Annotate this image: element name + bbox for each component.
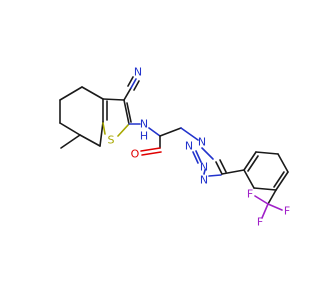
bond <box>79 134 101 147</box>
bond <box>195 150 202 163</box>
bond <box>59 86 83 101</box>
thiophene-ring <box>102 98 132 137</box>
bond <box>102 98 125 101</box>
fluorine-label-1: F <box>257 216 263 229</box>
molecule-structure-diagram: N N H S O N N N N F F F <box>59 66 291 229</box>
bond <box>247 155 259 172</box>
bond <box>275 171 289 191</box>
bond <box>261 203 269 219</box>
methyl-bond <box>60 134 81 149</box>
thiophene-sulfur-label: S <box>108 134 115 147</box>
bond <box>219 159 227 173</box>
bond <box>253 187 277 191</box>
bond <box>201 147 214 160</box>
bond <box>277 153 289 173</box>
bond <box>126 102 132 123</box>
bond <box>130 78 137 89</box>
bond <box>123 99 130 125</box>
bond <box>208 174 222 177</box>
amide-hydrogen-label: H <box>140 130 148 143</box>
bond <box>180 127 199 141</box>
bond <box>117 123 130 137</box>
cyano-group <box>123 76 140 101</box>
bond <box>273 171 285 188</box>
bond <box>215 161 223 175</box>
bond <box>267 203 283 211</box>
amide-nitrogen-label: N <box>140 118 148 131</box>
bond <box>99 121 104 147</box>
bond <box>254 195 269 205</box>
bond <box>133 80 140 91</box>
bond <box>243 151 257 171</box>
cyclohexene-ring <box>59 86 104 149</box>
tetrazole-n4-label: N <box>200 161 208 174</box>
tetrazole-n3-label: N <box>200 174 208 187</box>
carbonyl-bond <box>140 147 161 152</box>
tetrazole-n2-label: N <box>198 136 206 149</box>
bond <box>102 122 106 135</box>
amide-linkage <box>128 123 199 156</box>
bond <box>81 86 104 100</box>
carbonyl-oxygen-label: O <box>131 148 140 161</box>
tetrazole-n1-label: N <box>185 140 193 153</box>
tetrazole-ring <box>192 147 227 177</box>
fluorine-label-2: F <box>247 188 253 201</box>
cyano-nitrogen-label: N <box>134 66 142 79</box>
bond <box>148 127 161 137</box>
bond <box>267 189 277 205</box>
bond <box>59 122 81 136</box>
bond <box>221 169 245 175</box>
bond <box>203 169 206 175</box>
atom-labels: N N H S O N N N N F F F <box>108 66 291 229</box>
bond <box>159 127 182 137</box>
benzene-ring <box>221 151 289 191</box>
carbonyl-bond <box>141 151 162 156</box>
bond <box>123 87 132 101</box>
trifluoromethyl-group <box>254 189 283 219</box>
bond <box>243 169 255 189</box>
bond <box>192 151 199 164</box>
bond <box>255 151 279 155</box>
bond <box>127 76 134 87</box>
fluorine-label-3: F <box>284 205 290 218</box>
